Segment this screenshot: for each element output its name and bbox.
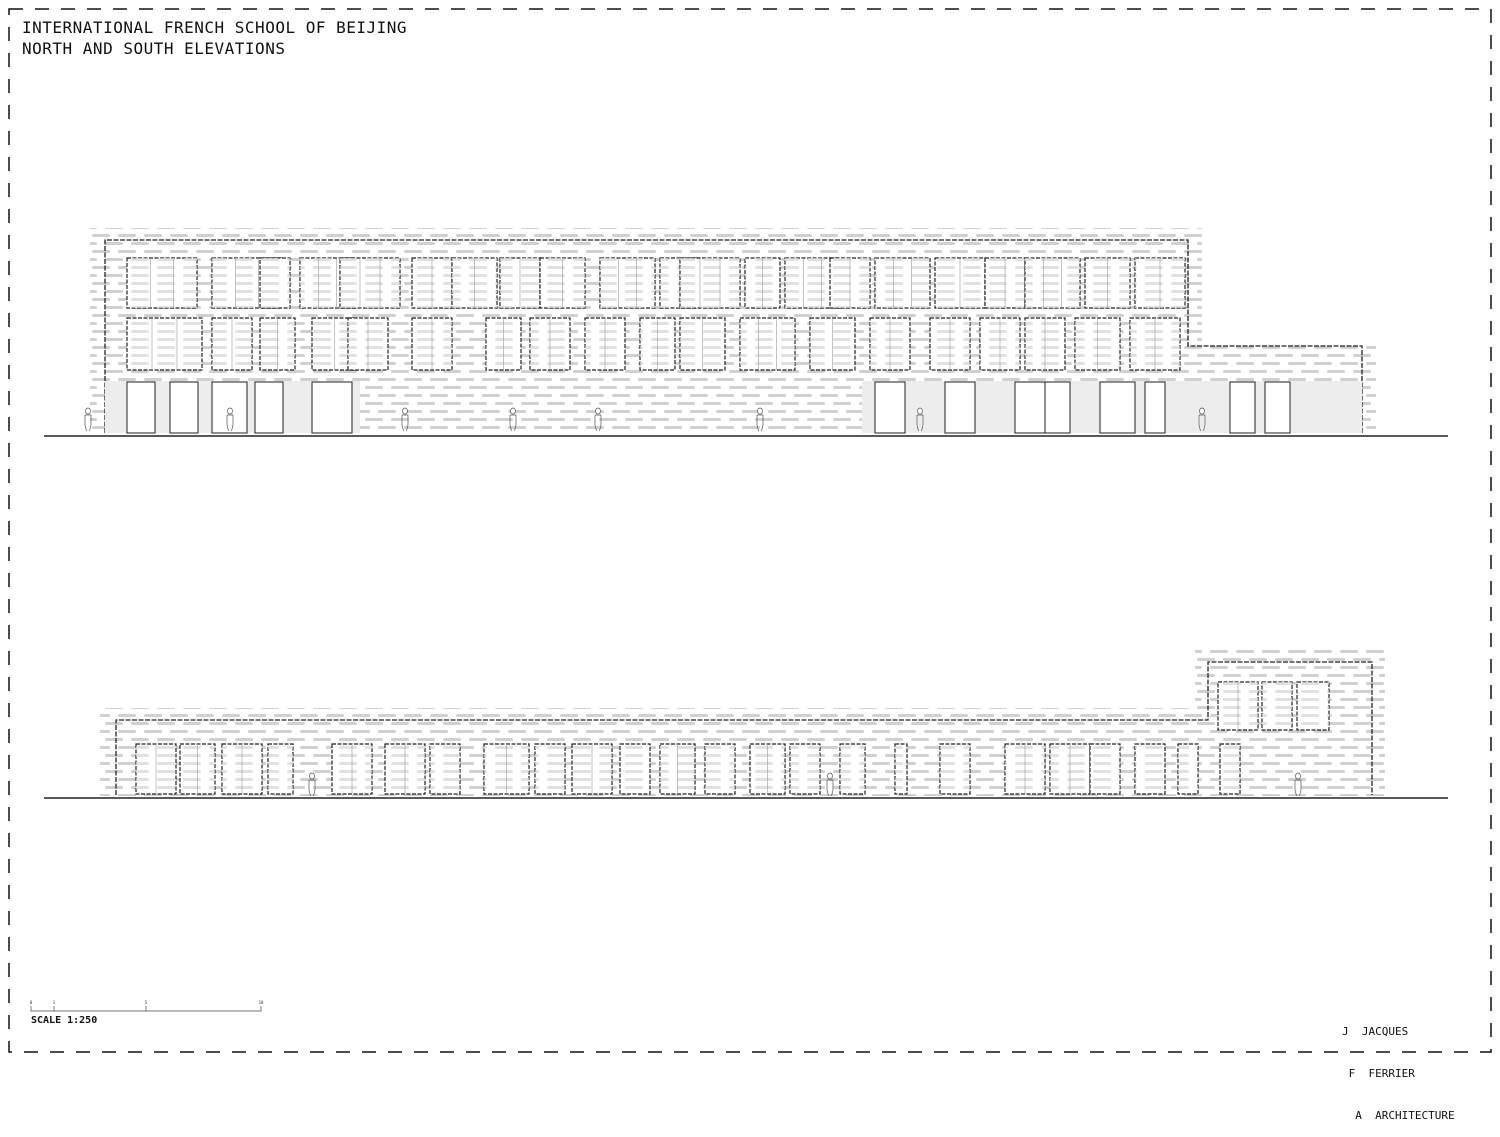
person-figure (226, 414, 234, 432)
scale-tick-label: 10 (259, 1000, 264, 1005)
window-screen (127, 258, 197, 308)
scale-tick-label: 5 (145, 1000, 148, 1005)
window-screen (127, 318, 202, 370)
scale-tick-label: 0 (30, 1000, 33, 1005)
window-screen (620, 744, 650, 794)
window-screen (1025, 258, 1080, 308)
door (211, 381, 248, 434)
window-screen (260, 258, 290, 308)
window-screen (1090, 744, 1120, 794)
window-screen (1297, 682, 1329, 730)
window-screen (705, 744, 735, 794)
window-screen (1220, 744, 1240, 794)
person-figure (1198, 414, 1206, 432)
title-line-1: INTERNATIONAL FRENCH SCHOOL OF BEIJING (22, 18, 408, 37)
door (1264, 381, 1291, 434)
logo-line-3: A ARCHITECTURE (1342, 1109, 1455, 1122)
door (1014, 381, 1046, 434)
person-figure (84, 414, 92, 432)
scale-label: SCALE 1:250 (31, 1015, 98, 1026)
window-screen (840, 744, 865, 794)
north-elevation (44, 228, 1448, 437)
window-screen (790, 744, 820, 794)
door (311, 381, 353, 434)
person-head (757, 407, 763, 415)
window-screen (600, 258, 655, 308)
window-screen (940, 744, 970, 794)
sheet-border (8, 8, 1492, 1053)
person-head (85, 407, 91, 415)
person-head (510, 407, 516, 415)
person-figure (509, 414, 517, 432)
person-figure (308, 779, 316, 797)
window-screen (430, 744, 460, 794)
window-screen (1135, 744, 1165, 794)
drawing-title: INTERNATIONAL FRENCH SCHOOL OF BEIJING N… (22, 17, 407, 59)
window-screen (680, 258, 740, 308)
title-line-2: NORTH AND SOUTH ELEVATIONS (22, 39, 286, 58)
person-head (917, 407, 923, 415)
window-screen (268, 744, 293, 794)
door (1144, 381, 1166, 434)
door (169, 381, 199, 434)
door (254, 381, 284, 434)
person-head (309, 772, 315, 780)
person-figure (826, 779, 834, 797)
person-head (1295, 772, 1301, 780)
facade-outline (104, 239, 1363, 433)
window-screen (740, 318, 795, 370)
elevation-drawing: 0 1 5 10 (8, 8, 1492, 1053)
window-screen (340, 258, 400, 308)
logo-line-1: J JACQUES (1342, 1025, 1409, 1038)
scale-tick-label: 1 (53, 1000, 56, 1005)
logo-line-2: F FERRIER (1342, 1067, 1415, 1080)
south-elevation (44, 648, 1448, 799)
person-head (1199, 407, 1205, 415)
person-head (827, 772, 833, 780)
facade-outline (115, 661, 1373, 795)
door (874, 381, 906, 434)
person-figure (594, 414, 602, 432)
person-figure (1294, 779, 1302, 797)
person-figure (756, 414, 764, 432)
person-head (595, 407, 601, 415)
window-screen (535, 744, 565, 794)
person-figure (916, 414, 924, 432)
person-head (402, 407, 408, 415)
scale-bar: 0 1 5 10 (30, 1000, 264, 1012)
person-figure (401, 414, 409, 432)
door (1099, 381, 1136, 434)
door (126, 381, 156, 434)
door (1044, 381, 1071, 434)
window-screen (895, 744, 907, 794)
door (944, 381, 976, 434)
person-head (227, 407, 233, 415)
window-screen (875, 258, 930, 308)
window-screen (1262, 682, 1292, 730)
architect-logo: J JACQUES F FERRIER A ARCHITECTURE (1342, 997, 1455, 1137)
window-screen (1178, 744, 1198, 794)
door (1229, 381, 1256, 434)
